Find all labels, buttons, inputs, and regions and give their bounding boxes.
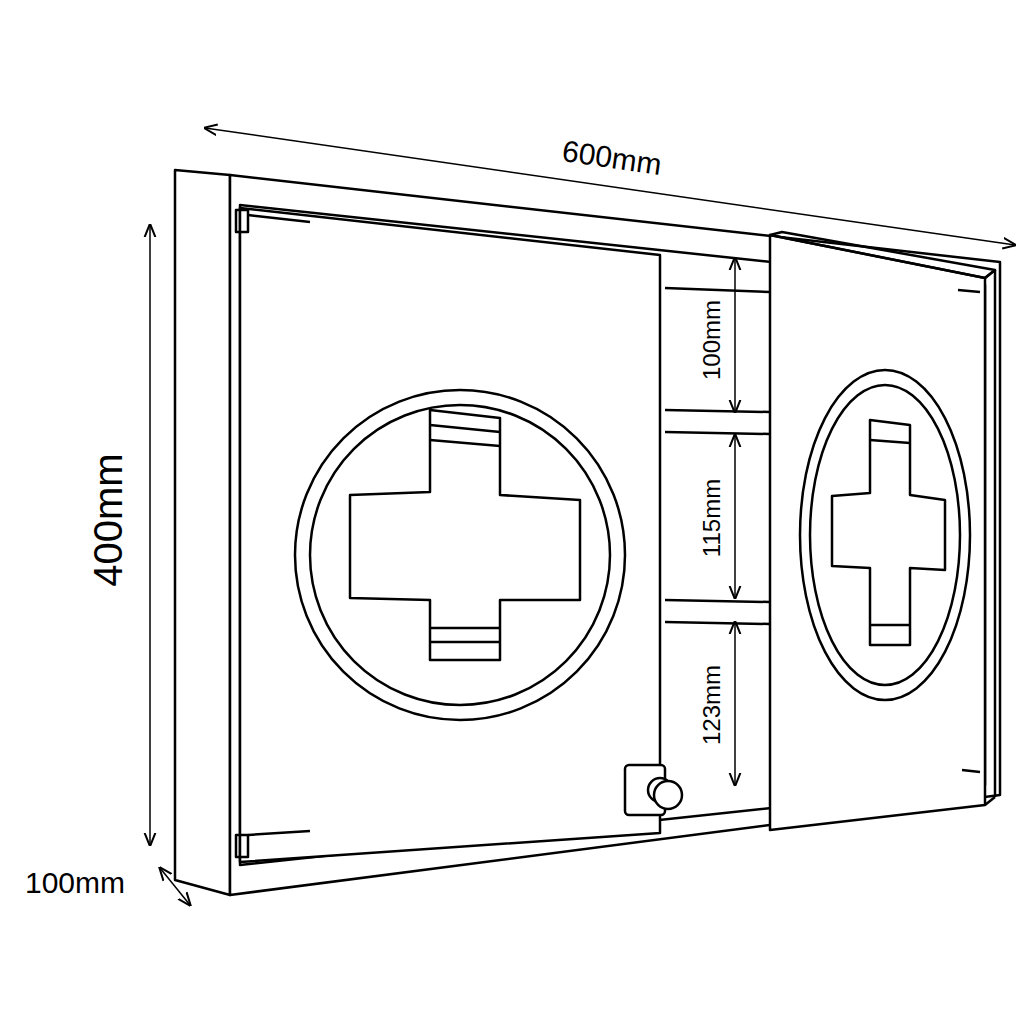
dimension-label: 100mm — [23, 868, 127, 898]
dimension-label: 600mm — [558, 136, 665, 181]
dimension-label: 115mm — [700, 477, 724, 559]
dimension-label: 123mm — [700, 663, 724, 747]
dimension-label: 400mm — [88, 451, 128, 588]
dimension-label: 100mm — [700, 298, 724, 382]
